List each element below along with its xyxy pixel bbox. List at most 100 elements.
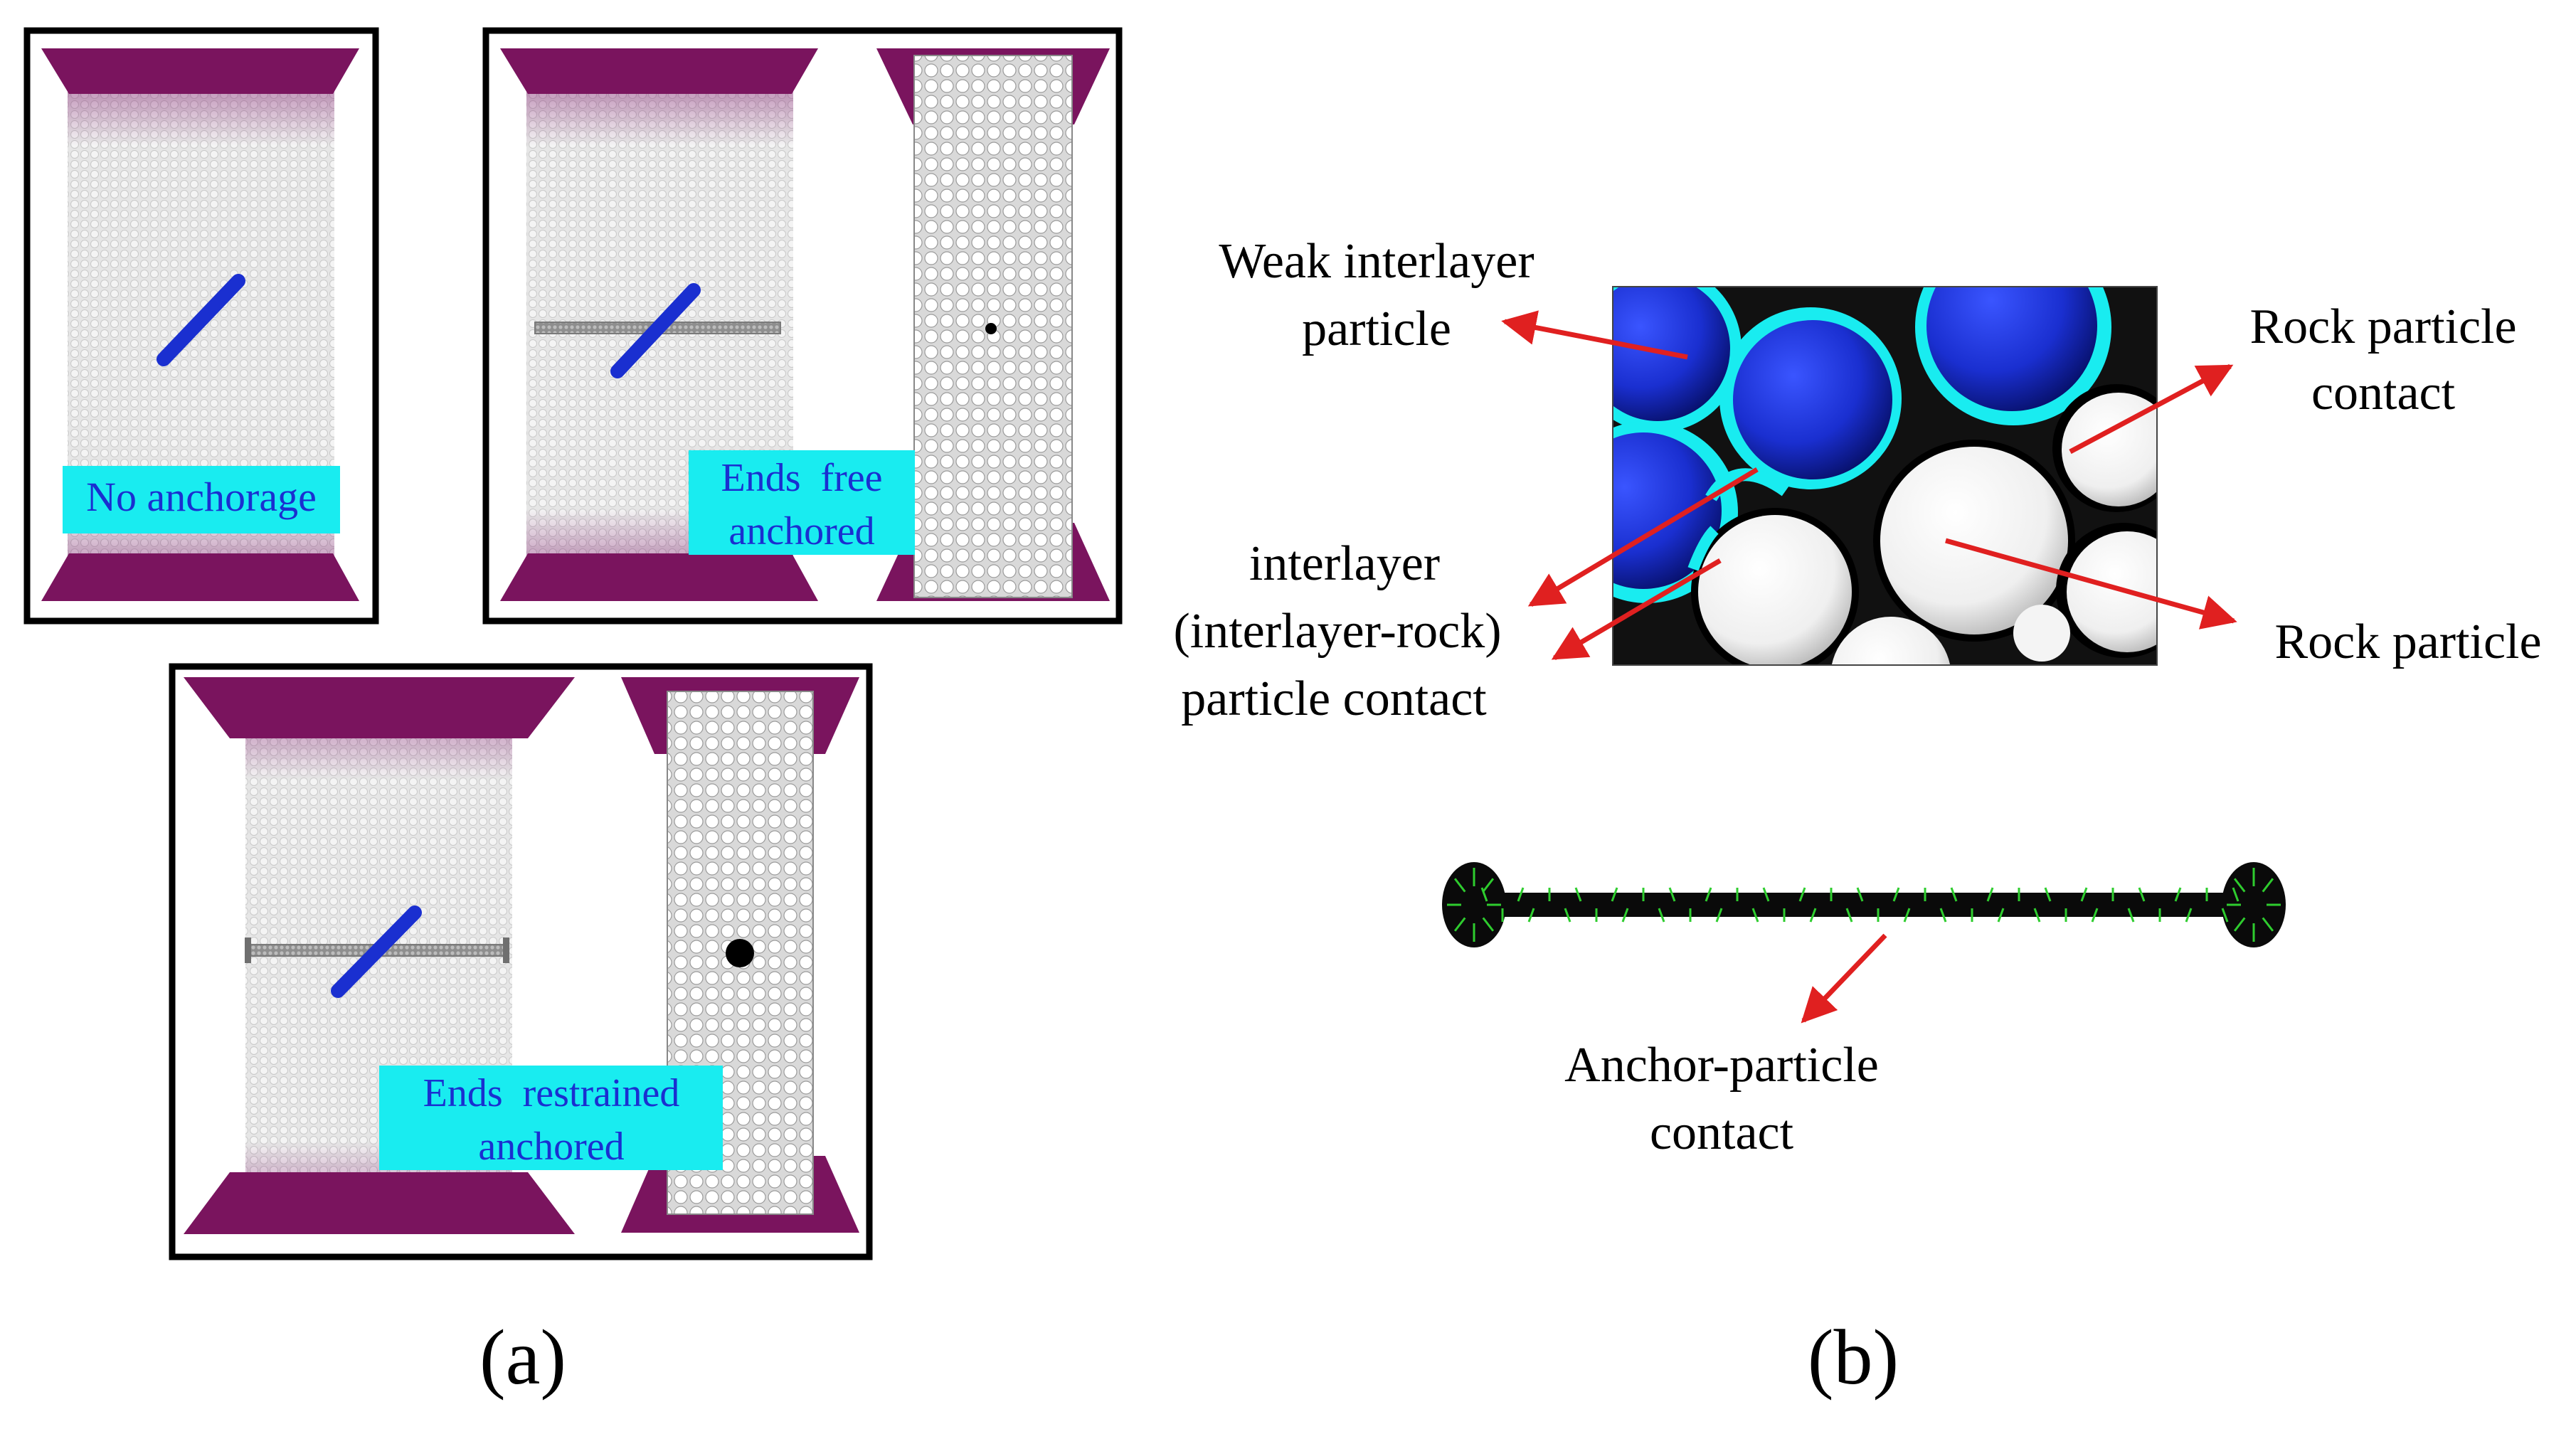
contact-force-vector — [1480, 887, 1488, 902]
callout-anchor-contact-line2: contact — [1650, 1105, 1794, 1160]
contact-force-vectors — [1447, 868, 2281, 942]
contact-force-vector — [1453, 878, 1466, 893]
callout-rock-contact-line1: Rock particle — [2249, 299, 2516, 354]
weak-interlayer-particle — [1926, 287, 2097, 411]
top-loading-plate — [184, 677, 575, 738]
contact-force-vector — [1856, 887, 1864, 902]
contact-force-vector — [1762, 887, 1770, 902]
top-loading-plate — [41, 48, 359, 94]
weak-interlayer — [331, 905, 422, 998]
contact-force-vector — [1715, 908, 1723, 923]
contact-force-vector — [1482, 917, 1495, 932]
model-ends-free-anchored: Ends free anchored — [482, 27, 1123, 625]
contact-force-vector — [2127, 908, 2135, 923]
contact-force-vector — [1903, 908, 1911, 923]
callout-interlayer-contact-line2: (interlayer-rock) — [1173, 604, 1501, 659]
arrow-rock-contact — [2069, 363, 2234, 455]
arrow-interlayer-contact-2 — [1551, 558, 1722, 661]
contact-force-vector — [1892, 887, 1900, 902]
weak-interlayer-particle — [1613, 287, 1730, 421]
anchor-rod — [1474, 893, 2254, 917]
contact-force-vector — [1621, 908, 1629, 923]
contact-force-vector — [1482, 878, 1495, 893]
closeup-frame — [1612, 286, 2158, 666]
label-ends-free-line2: anchored — [728, 509, 874, 553]
model-no-anchorage: No anchorage — [23, 27, 379, 625]
callout-weak-interlayer-line2: particle — [1302, 302, 1451, 356]
arrow-interlayer-contact-1 — [1527, 467, 1759, 607]
contact-force-vector — [1939, 908, 1947, 923]
contact-force-vector — [1798, 887, 1806, 902]
contact-force-vector — [2221, 908, 2229, 923]
bottom-loading-plate — [184, 1172, 575, 1234]
anchor-particle-model — [1442, 862, 2286, 947]
bolt-end-plate-right — [503, 938, 509, 963]
contact-force-vector — [2232, 887, 2240, 902]
callout-interlayer-contact-line3: particle contact — [1181, 671, 1487, 726]
caption-a: (a) — [479, 1314, 566, 1401]
contact-force-vector — [1986, 887, 1994, 902]
label-no-anchorage: No anchorage — [86, 474, 317, 520]
rock-particle — [2013, 605, 2070, 662]
rock-particle — [1880, 447, 2068, 634]
contact-force-vector — [1658, 908, 1665, 923]
contact-force-vector — [2033, 908, 2041, 923]
contact-force-vector — [2233, 917, 2246, 932]
contact-force-vector — [2080, 887, 2088, 902]
model-ends-restrained-anchored: Ends restrained anchored — [169, 663, 873, 1260]
contact-force-vector — [2044, 887, 2052, 902]
bottom-loading-plate — [500, 553, 818, 601]
bolt-cross-section — [985, 323, 997, 334]
bolt-end-plate-left — [245, 938, 251, 963]
contact-force-vector — [1574, 887, 1582, 902]
contact-force-vector — [2262, 917, 2274, 932]
rock-particle — [1831, 617, 1951, 665]
contact-force-vector — [1997, 908, 2005, 923]
contact-force-vector — [2174, 887, 2182, 902]
callout-rock-particle: Rock particle — [2274, 615, 2541, 669]
callout-interlayer-contact-line1: interlayer — [1249, 536, 1440, 591]
rock-particle — [2062, 393, 2157, 506]
closeup-callouts: Weak interlayer particle Rock particle c… — [1173, 234, 2541, 726]
weak-interlayer — [610, 283, 701, 378]
contact-force-vector — [1845, 908, 1853, 923]
bolt-cross-section — [726, 939, 754, 967]
contact-force-vector — [1809, 908, 1817, 923]
label-ends-restrained-line2: anchored — [478, 1125, 624, 1169]
particle-closeup — [1612, 286, 2158, 666]
callout-anchor-contact-line1: Anchor-particle — [1564, 1038, 1879, 1093]
label-box — [63, 466, 340, 533]
contact-force-vector — [2262, 878, 2274, 893]
contact-force-vector — [1517, 887, 1525, 902]
contact-force-vector — [2233, 878, 2246, 893]
bottom-loading-plate — [41, 553, 359, 601]
contact-force-vector — [1453, 917, 1466, 932]
closeup-arrows — [1501, 310, 2237, 661]
contact-force-vector — [1527, 908, 1535, 923]
weak-interlayer — [157, 274, 245, 366]
contact-force-vector — [1705, 887, 1712, 902]
weak-interlayer-particle — [1733, 320, 1892, 479]
label-box — [379, 1066, 723, 1170]
contact-force-vector — [2185, 908, 2193, 923]
arrow-rock-particle — [1945, 538, 2237, 630]
arrow-anchor-contact — [1801, 933, 1887, 1024]
contact-force-vector — [1950, 887, 1958, 902]
label-ends-free-line1: Ends free — [721, 456, 882, 500]
arrow-weak-interlayer — [1501, 310, 1688, 360]
interlayer-rock-contact — [1687, 526, 1719, 571]
contact-force-vector — [1611, 887, 1618, 902]
label-ends-restrained-line1: Ends restrained — [423, 1071, 680, 1115]
top-loading-plate — [500, 48, 818, 94]
contact-force-vector — [1564, 908, 1571, 923]
callout-weak-interlayer-line1: Weak interlayer — [1219, 234, 1534, 289]
callout-rock-contact-line2: contact — [2311, 366, 2456, 420]
rock-particle — [2067, 531, 2157, 652]
label-box — [689, 450, 915, 555]
contact-force-vector — [1668, 887, 1676, 902]
rock-particle — [1698, 515, 1852, 665]
contact-force-vector — [2091, 908, 2099, 923]
weak-interlayer-particle — [1613, 432, 1722, 589]
